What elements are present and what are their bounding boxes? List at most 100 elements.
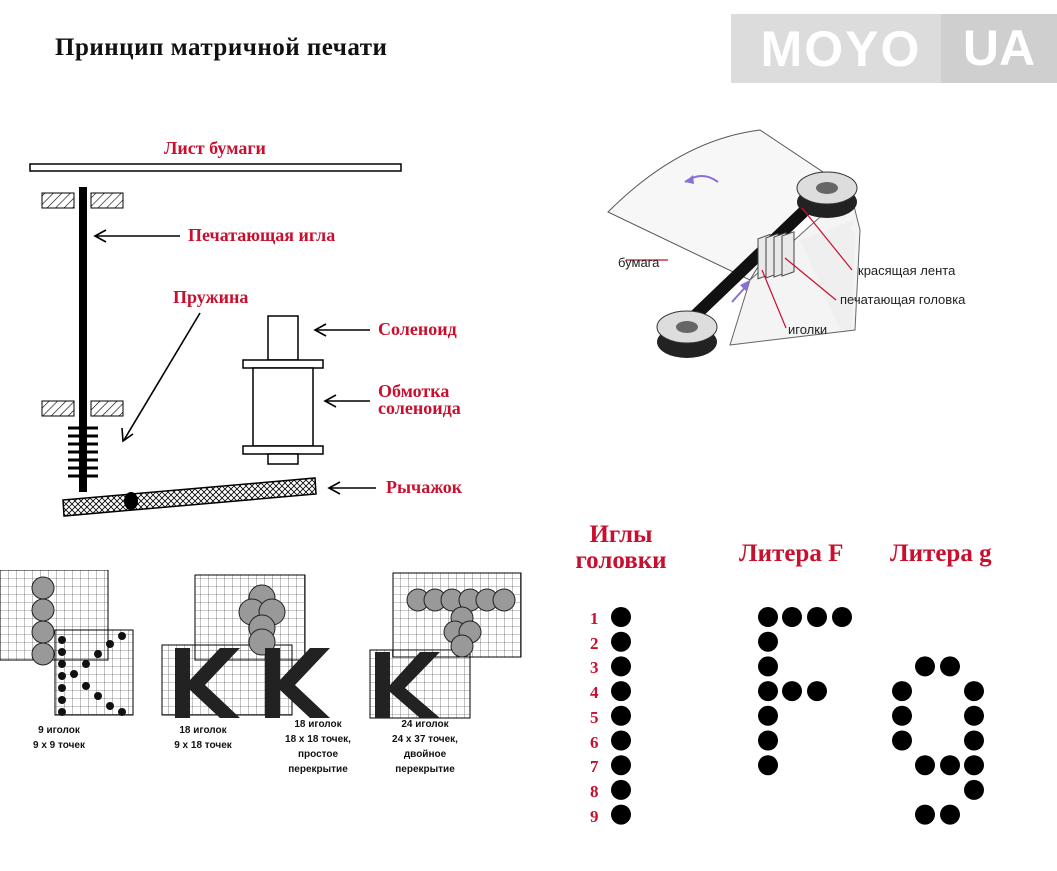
guide-bottom-left	[41, 400, 75, 417]
letter-f-dot	[758, 631, 778, 652]
lever	[62, 477, 317, 517]
ribbon-bar	[675, 189, 827, 335]
needle-number: 9	[590, 806, 599, 826]
needle-number: 2	[590, 633, 599, 653]
spool-left	[656, 310, 718, 358]
needle-number: 1	[590, 609, 599, 628]
leader-ribbon	[801, 207, 853, 271]
label-paper: бумага	[618, 255, 660, 270]
leader-head	[784, 257, 837, 301]
sample-caption-4-line1: 24 иголок	[401, 719, 449, 730]
needles-heading-line2: головки	[575, 547, 667, 574]
solenoid-core	[267, 315, 299, 361]
leader-needles	[761, 269, 787, 329]
needle-dot	[611, 705, 631, 726]
letter-f-dot	[758, 656, 778, 677]
needle-number: 8	[590, 781, 599, 801]
letter-g-dot	[915, 656, 935, 677]
sample-caption-1-line1: 9 иголок	[38, 725, 80, 736]
sample-caption-3-line3: простое	[297, 749, 339, 760]
sample-caption-3: 18 иголок 18 x 18 точек, простое перекры…	[268, 717, 368, 777]
label-ribbon: красящая лента	[858, 263, 956, 278]
needle-number: 6	[590, 732, 599, 752]
sample-caption-4-line2: 24 x 37 точек,	[392, 734, 458, 745]
sample-caption-4: 24 иголок 24 x 37 точек, двойное перекры…	[375, 717, 475, 777]
mechanism-diagram	[29, 163, 402, 517]
letter-g-dot	[940, 656, 960, 677]
page-title: Принцип матричной печати	[55, 34, 388, 61]
needles-heading-line1: Иглы	[589, 521, 653, 548]
label-solenoid: Соленоид	[378, 319, 457, 339]
needle-number: 3	[590, 658, 599, 678]
letter-f-dot	[832, 607, 852, 627]
letter-g-dot	[940, 804, 960, 825]
letter-g-dot	[892, 730, 912, 751]
guide-top-right	[90, 192, 124, 209]
needle-number: 5	[590, 707, 599, 727]
sample-caption-2-line2: 9 x 18 точек	[174, 740, 232, 751]
sample-caption-3-line2: 18 x 18 точек,	[285, 734, 351, 745]
letter-g-dot	[964, 681, 984, 702]
letter-f-dot	[758, 705, 778, 726]
needle-dot	[611, 631, 631, 652]
sample-caption-4-line4: перекрытие	[395, 764, 455, 775]
logo-text-ua: UA	[941, 14, 1057, 83]
spool-right	[796, 171, 858, 218]
lever-pivot	[124, 492, 138, 510]
letter-g-dot	[915, 804, 935, 825]
label-print-head: печатающая головка	[840, 292, 966, 307]
needle-dot	[611, 804, 631, 825]
letter-g-dot	[940, 755, 960, 776]
print-head-block	[757, 231, 795, 280]
sample-18pin	[161, 574, 330, 718]
needle-dot	[611, 681, 631, 702]
needle-dot	[611, 656, 631, 677]
letter-f-dot	[758, 607, 778, 627]
letter-g-heading: Литера g	[890, 540, 992, 567]
solenoid-winding	[252, 367, 314, 447]
label-winding-line2: соленоида	[378, 398, 461, 418]
letter-f-dot	[758, 730, 778, 751]
solenoid-plunger	[267, 453, 299, 465]
sample-caption-1-line2: 9 x 9 точек	[32, 740, 86, 751]
sample-24pin	[369, 572, 522, 719]
paper-right	[800, 220, 855, 330]
letter-g-dot	[964, 730, 984, 751]
sample-caption-1: 9 иголок 9 x 9 точек	[14, 723, 104, 753]
label-lever: Рычажок	[386, 477, 463, 497]
sample-caption-2-line1: 18 иголок	[179, 725, 227, 736]
solenoid-cap-top	[242, 359, 324, 369]
moyo-logo: MOYO UA	[731, 14, 1057, 83]
sample-9pin	[0, 570, 134, 716]
dot-letters	[611, 607, 984, 825]
needle-number: 4	[590, 683, 599, 703]
spring	[68, 426, 98, 478]
sample-caption-4-line3: двойное	[403, 749, 447, 760]
guide-top-left	[41, 192, 75, 209]
guide-bottom-right	[90, 400, 124, 417]
label-paper-sheet: Лист бумаги	[164, 138, 266, 158]
logo-text-moyo: MOYO	[760, 21, 922, 77]
letter-f-dot	[758, 755, 778, 776]
needle-numbers: 1 2 3 4 5 6 7 8 9	[590, 607, 606, 829]
letter-g-dot	[964, 705, 984, 726]
needle-dot	[611, 607, 631, 627]
letter-g-dot	[892, 705, 912, 726]
label-print-needle: Печатающая игла	[188, 225, 336, 245]
letter-f-dot	[758, 681, 778, 702]
dot-matrix-samples	[0, 570, 522, 719]
letter-g-dot	[964, 779, 984, 800]
letter-g-dot	[915, 755, 935, 776]
needle-dot	[611, 779, 631, 800]
solenoid-cap-bottom	[242, 445, 324, 455]
letter-f-dot	[782, 681, 802, 702]
letter-f-heading: Литера F	[739, 540, 844, 567]
printhead-illustration	[607, 129, 861, 358]
label-needles: иголки	[788, 322, 828, 337]
needle-number: 7	[590, 757, 599, 777]
paper-sheet	[29, 163, 402, 172]
sample-caption-3-line4: перекрытие	[288, 764, 348, 775]
label-winding-line1: Обмотка	[378, 381, 450, 401]
sample-caption-2: 18 иголок 9 x 18 точек	[158, 723, 248, 753]
letter-f-dot	[807, 607, 827, 627]
